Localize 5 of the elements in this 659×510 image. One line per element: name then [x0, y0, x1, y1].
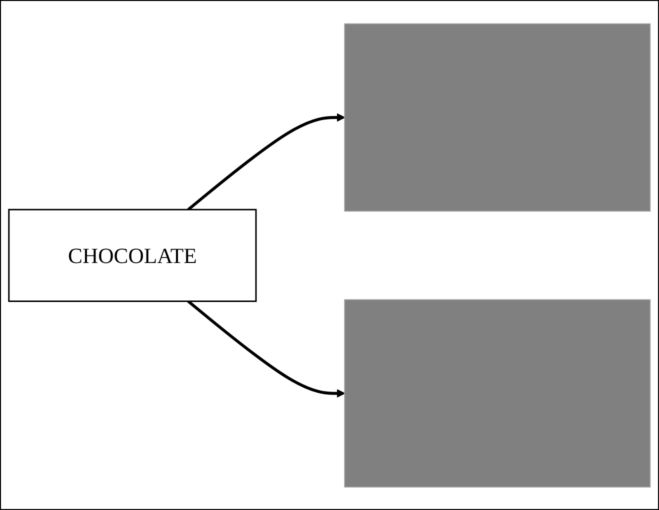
- node-box: [344, 22, 651, 212]
- arrow: [187, 112, 346, 210]
- node-box: [344, 298, 651, 488]
- node-box: CHOCOLATE: [8, 208, 257, 302]
- arrow: [187, 300, 346, 398]
